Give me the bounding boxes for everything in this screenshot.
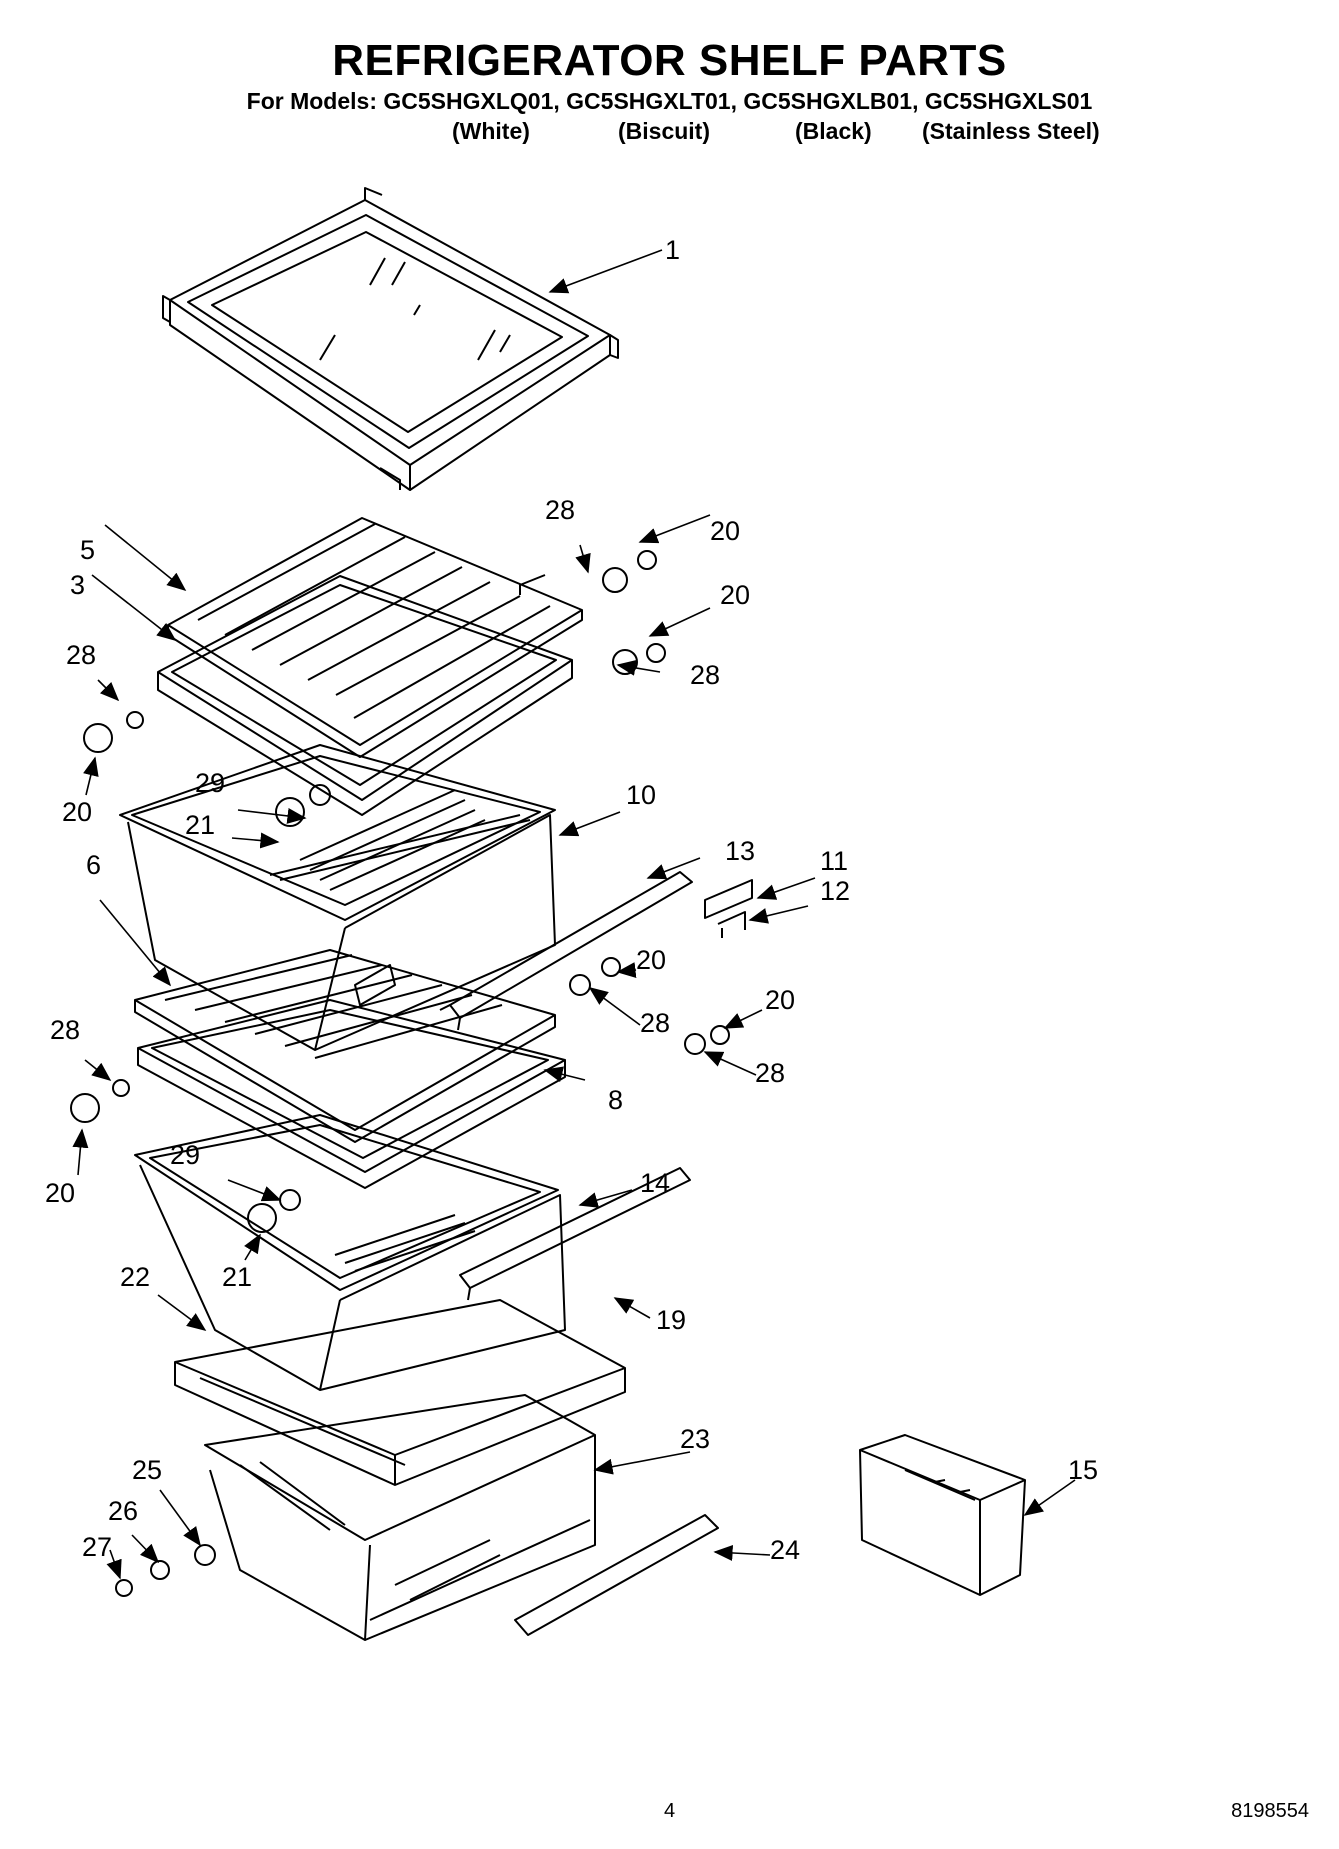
page-title: REFRIGERATOR SHELF PARTS	[332, 36, 1007, 85]
humidity-control-parts	[704, 879, 753, 938]
callout-28: 28	[50, 1015, 81, 1045]
callout-15: 15	[1068, 1455, 1099, 1485]
callout-20: 20	[636, 945, 667, 975]
callout-27: 27	[82, 1532, 113, 1562]
models-line: For Models: GC5SHGXLQ01, GC5SHGXLT01, GC…	[246, 88, 1093, 114]
callout-22: 22	[120, 1262, 151, 1292]
callout-28: 28	[755, 1058, 786, 1088]
callout-19: 19	[656, 1305, 687, 1335]
callout-3: 3	[70, 570, 86, 600]
meat-pan-cover	[174, 1299, 626, 1486]
callout-8: 8	[608, 1085, 624, 1115]
callout-28: 28	[545, 495, 576, 525]
callout-21: 21	[185, 810, 216, 840]
finish-white: (White)	[452, 118, 530, 144]
callout-29: 29	[195, 768, 226, 798]
finish-stainless-steel: (Stainless Steel)	[922, 118, 1100, 144]
callout-6: 6	[86, 850, 102, 880]
callout-12: 12	[820, 876, 851, 906]
callout-24: 24	[770, 1535, 801, 1565]
meat-pan-handle	[514, 1514, 719, 1636]
glass-shelf	[162, 187, 619, 491]
callout-23: 23	[680, 1424, 711, 1454]
callout-14: 14	[640, 1168, 671, 1198]
crisper-rail-upper	[439, 871, 693, 1031]
meat-pan	[204, 1394, 596, 1641]
door-bin	[859, 1434, 1026, 1596]
callout-5: 5	[80, 535, 96, 565]
crisper-rail-lower	[459, 1167, 691, 1301]
page-number: 4	[663, 1800, 676, 1822]
callout-20: 20	[765, 985, 796, 1015]
callout-28: 28	[66, 640, 97, 670]
crisper-cover-upper	[157, 517, 583, 816]
callout-20: 20	[45, 1178, 76, 1208]
callout-28: 28	[690, 660, 721, 690]
callout-11: 11	[820, 846, 849, 876]
callout-28: 28	[640, 1008, 671, 1038]
callout-25: 25	[132, 1455, 163, 1485]
callout-21: 21	[222, 1262, 253, 1292]
leader-lines	[72, 249, 1076, 1580]
callout-20: 20	[62, 797, 93, 827]
fastener-parts	[70, 550, 730, 1597]
callout-13: 13	[725, 836, 756, 866]
callout-29: 29	[170, 1140, 201, 1170]
crisper-cover-lower	[134, 949, 566, 1189]
lower-crisper-drawer	[134, 1114, 566, 1391]
document-number: 8198554	[1231, 1800, 1309, 1822]
callout-1: 1	[665, 235, 681, 265]
finish-black: (Black)	[795, 118, 872, 144]
callout-10: 10	[626, 780, 657, 810]
callout-20: 20	[720, 580, 751, 610]
callout-26: 26	[108, 1496, 139, 1526]
finish-biscuit: (Biscuit)	[618, 118, 710, 144]
upper-crisper-drawer	[119, 744, 556, 1051]
callout-20: 20	[710, 516, 741, 546]
